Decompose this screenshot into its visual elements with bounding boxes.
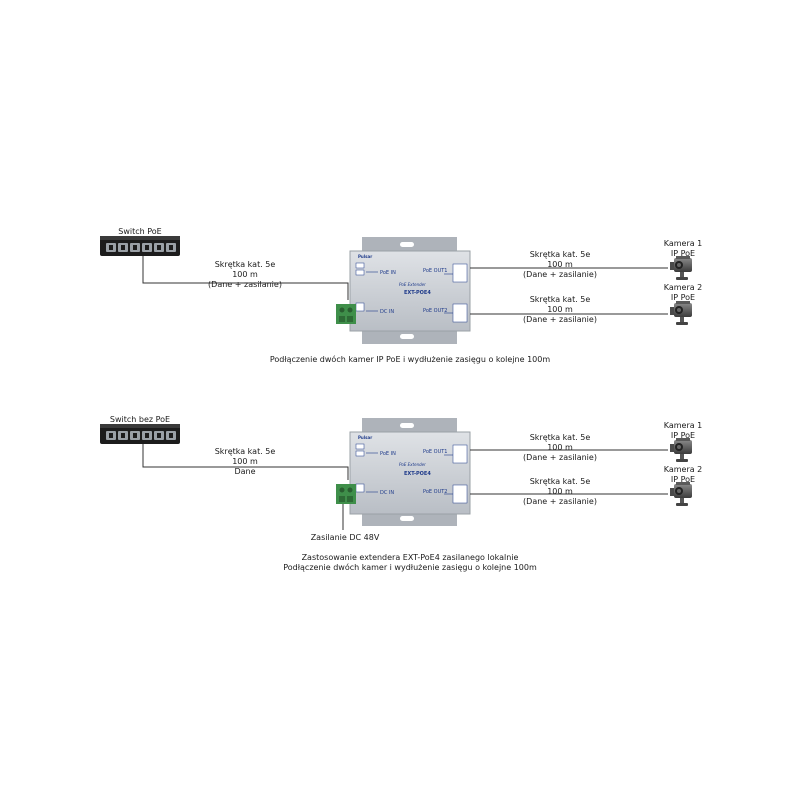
- cable-length: 100 m: [547, 443, 573, 452]
- cable-length: 100 m: [232, 270, 258, 279]
- cable-function: (Dane + zasilanie): [523, 497, 597, 506]
- diagram-2: Pulsar PoE Extender EXT-POE4 PoE IN DC I…: [100, 418, 692, 530]
- camera-1-icon-2: [670, 438, 692, 462]
- cable-length: 100 m: [232, 457, 258, 466]
- svg-text:PoE OUT2: PoE OUT2: [423, 308, 447, 314]
- power-supply-label: Zasilanie DC 48V: [310, 533, 380, 542]
- camera-type: IP PoE: [670, 293, 696, 302]
- switch-non-poe-label: Switch bez PoE: [109, 415, 171, 424]
- cable-function: (Dane + zasilanie): [523, 315, 597, 324]
- camera-type: IP PoE: [670, 475, 696, 484]
- cable-in-label-2: Skrętka kat. 5e 100 m Dane: [200, 447, 290, 477]
- cable-out1-label: Skrętka kat. 5e 100 m (Dane + zasilanie): [515, 250, 605, 280]
- camera-name: Kamera 1: [663, 421, 703, 430]
- cable-switch-to-extender-2: [142, 444, 349, 480]
- cable-length: 100 m: [547, 260, 573, 269]
- cable-out2-label-2: Skrętka kat. 5e 100 m (Dane + zasilanie): [515, 477, 605, 507]
- cable-function: Dane: [234, 467, 256, 476]
- camera-1-label: Kamera 1 IP PoE: [655, 239, 711, 259]
- svg-text:PoE OUT1: PoE OUT1: [423, 268, 447, 274]
- diagram-1-caption: Podłączenie dwóch kamer IP PoE i wydłuże…: [269, 355, 551, 364]
- cable-out2-label: Skrętka kat. 5e 100 m (Dane + zasilanie): [515, 295, 605, 325]
- poe-extender-1: Pulsar PoE Extender EXT-POE4 PoE IN DC I…: [336, 237, 471, 344]
- switch-poe-label: Switch PoE: [118, 227, 162, 236]
- svg-text:Pulsar: Pulsar: [358, 254, 372, 259]
- svg-text:PoE Extender: PoE Extender: [399, 462, 426, 467]
- camera-2-label-2: Kamera 2 IP PoE: [655, 465, 711, 485]
- svg-text:DC IN: DC IN: [380, 309, 394, 315]
- svg-text:EXT-POE4: EXT-POE4: [404, 290, 431, 296]
- svg-text:Pulsar: Pulsar: [358, 435, 372, 440]
- cable-type: Skrętka kat. 5e: [214, 260, 276, 269]
- svg-text:EXT-POE4: EXT-POE4: [404, 471, 431, 477]
- diagram-2-caption: Zastosowanie extendera EXT-PoE4 zasilane…: [200, 553, 620, 573]
- svg-text:PoE IN: PoE IN: [380, 270, 396, 276]
- diagram-1: Pulsar PoE Extender EXT-POE4 PoE IN DC I…: [100, 236, 692, 344]
- svg-text:PoE Extender: PoE Extender: [399, 282, 426, 287]
- cable-switch-to-extender: [142, 256, 349, 300]
- camera-1-label-2: Kamera 1 IP PoE: [655, 421, 711, 441]
- cable-type: Skrętka kat. 5e: [529, 477, 591, 486]
- switch-non-poe: [100, 424, 180, 444]
- cable-length: 100 m: [547, 487, 573, 496]
- camera-2-icon: [670, 301, 692, 325]
- cable-out1-label-2: Skrętka kat. 5e 100 m (Dane + zasilanie): [515, 433, 605, 463]
- cable-length: 100 m: [547, 305, 573, 314]
- switch-poe: [100, 236, 180, 256]
- cable-type: Skrętka kat. 5e: [529, 250, 591, 259]
- svg-text:PoE OUT1: PoE OUT1: [423, 449, 447, 455]
- cable-function: (Dane + zasilanie): [208, 280, 282, 289]
- cable-function: (Dane + zasilanie): [523, 453, 597, 462]
- camera-2-label: Kamera 2 IP PoE: [655, 283, 711, 303]
- cable-type: Skrętka kat. 5e: [529, 295, 591, 304]
- svg-text:PoE IN: PoE IN: [380, 451, 396, 457]
- camera-type: IP PoE: [670, 249, 696, 258]
- cable-type: Skrętka kat. 5e: [529, 433, 591, 442]
- cable-function: (Dane + zasilanie): [523, 270, 597, 279]
- poe-extender-2: Pulsar PoE Extender EXT-POE4 PoE IN DC I…: [336, 418, 471, 526]
- camera-name: Kamera 2: [663, 465, 703, 474]
- cable-in-label: Skrętka kat. 5e 100 m (Dane + zasilanie): [200, 260, 290, 290]
- caption-line-2: Podłączenie dwóch kamer i wydłużenie zas…: [283, 563, 537, 572]
- cable-type: Skrętka kat. 5e: [214, 447, 276, 456]
- svg-text:DC IN: DC IN: [380, 490, 394, 496]
- caption-line-1: Zastosowanie extendera EXT-PoE4 zasilane…: [301, 553, 519, 562]
- camera-2-icon-2: [670, 482, 692, 506]
- camera-name: Kamera 1: [663, 239, 703, 248]
- camera-type: IP PoE: [670, 431, 696, 440]
- svg-text:PoE OUT2: PoE OUT2: [423, 489, 447, 495]
- camera-name: Kamera 2: [663, 283, 703, 292]
- camera-1-icon: [670, 256, 692, 280]
